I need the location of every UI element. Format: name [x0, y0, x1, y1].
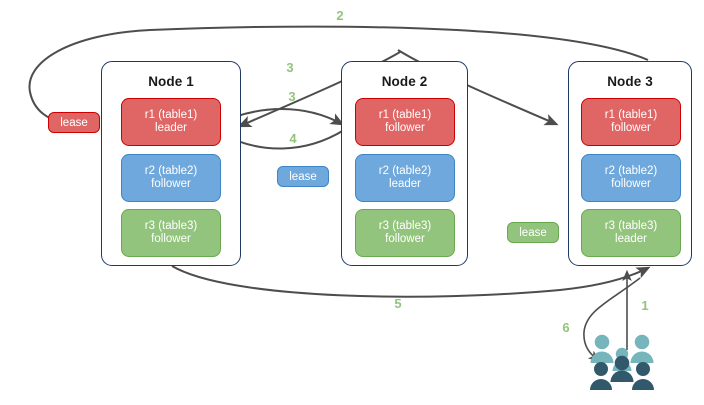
replica-node1-r3[interactable]: r3 (table3) follower — [121, 209, 221, 257]
replica-name: r2 (table2) — [144, 164, 198, 177]
step-label-5: 5 — [394, 296, 402, 311]
step-label-6: 6 — [562, 320, 570, 335]
replica-role: leader — [615, 233, 647, 245]
step-label-1: 1 — [641, 298, 649, 313]
edge-step-5 — [171, 265, 651, 298]
replica-role: follower — [385, 122, 425, 134]
step-label-2: 2 — [336, 8, 344, 23]
replica-role: leader — [389, 178, 421, 190]
lease-badge-table1[interactable]: lease — [48, 112, 100, 133]
replica-node2-r3[interactable]: r3 (table3) follower — [355, 209, 455, 257]
replica-node1-r2[interactable]: r2 (table2) follower — [121, 154, 221, 202]
lease-badge-table3[interactable]: lease — [507, 222, 559, 243]
step-label-3-upper: 3 — [286, 60, 294, 75]
replica-name: r2 (table2) — [378, 164, 432, 177]
replica-name: r2 (table2) — [604, 164, 658, 177]
step-label-4: 4 — [289, 131, 297, 146]
lease-badge-table2[interactable]: lease — [277, 166, 329, 187]
replica-node3-r3[interactable]: r3 (table3) leader — [581, 209, 681, 257]
replica-node1-r1[interactable]: r1 (table1) leader — [121, 98, 221, 146]
replica-name: r3 (table3) — [144, 219, 198, 232]
replica-node2-r1[interactable]: r1 (table1) follower — [355, 98, 455, 146]
replica-role: follower — [151, 178, 191, 190]
replica-name: r1 (table1) — [378, 108, 432, 121]
node-container-2[interactable]: Node 2 r1 (table1) follower r2 (table2) … — [341, 61, 468, 266]
replica-role: follower — [385, 233, 425, 245]
replica-role: leader — [155, 122, 187, 134]
replica-name: r1 (table1) — [604, 108, 658, 121]
people-icon — [588, 333, 656, 391]
node-title-2: Node 2 — [381, 74, 428, 89]
replica-node3-r1[interactable]: r1 (table1) follower — [581, 98, 681, 146]
node-title-1: Node 1 — [148, 74, 194, 89]
node-container-3[interactable]: Node 3 r1 (table1) follower r2 (table2) … — [568, 61, 692, 266]
step-label-3-lower: 3 — [288, 89, 296, 104]
replica-role: follower — [151, 233, 191, 245]
node-title-3: Node 3 — [607, 74, 653, 89]
replica-role: follower — [611, 122, 651, 134]
replica-node2-r2[interactable]: r2 (table2) leader — [355, 154, 455, 202]
replica-name: r3 (table3) — [378, 219, 432, 232]
replica-role: follower — [611, 178, 651, 190]
replica-name: r3 (table3) — [604, 219, 658, 232]
node-container-1[interactable]: Node 1 r1 (table1) leader r2 (table2) fo… — [101, 61, 241, 266]
replica-node3-r2[interactable]: r2 (table2) follower — [581, 154, 681, 202]
replica-name: r1 (table1) — [144, 108, 198, 121]
